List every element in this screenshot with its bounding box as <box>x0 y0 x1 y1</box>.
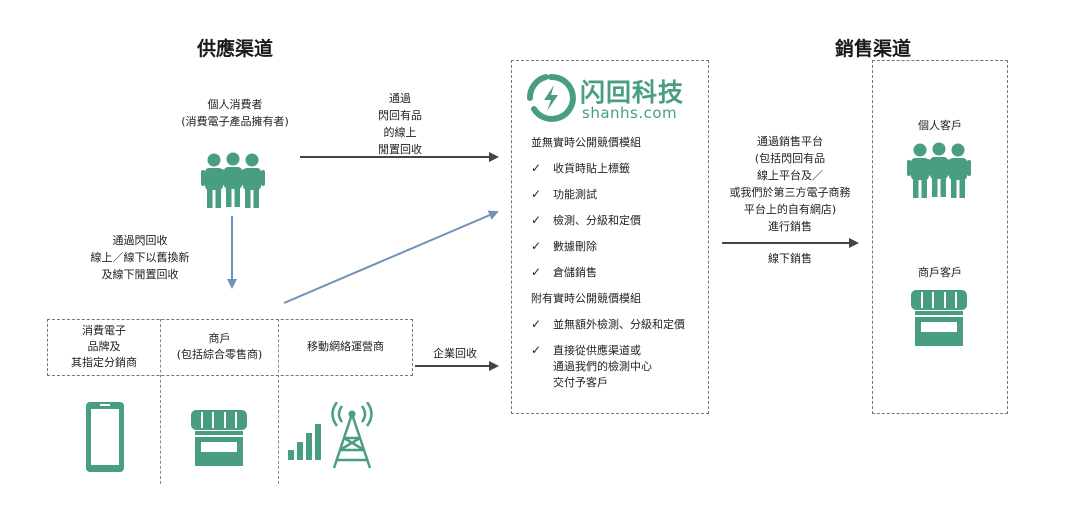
supplier-label-line: 品牌及 <box>87 340 121 353</box>
supplier-merchants-label: 商戶 (包括綜合零售商) <box>162 331 277 363</box>
check-icon: ✓ <box>531 343 542 357</box>
group1-title: 並無實時公開競價模組 <box>531 136 641 149</box>
arrow-label-line: 閒置回收 <box>378 143 422 156</box>
arrow-label-line: 線上／線下以舊換新 <box>90 251 190 264</box>
store-icon <box>191 410 247 466</box>
list-item: ✓ 並無額外檢測、分級和定價 <box>531 317 706 333</box>
arrow-label-offline-sales: 線下銷售 <box>768 252 812 265</box>
list-item-label: 收貨時貼上標籤 <box>553 162 630 175</box>
supplier-label-line: (包括綜合零售商) <box>176 348 263 361</box>
supplier-divider <box>160 319 161 484</box>
arrow-label-line: 線上平台及／ <box>757 169 823 182</box>
arrow-label-line: 及線下閒置回收 <box>101 268 179 281</box>
supplier-carriers-label: 移動網絡運營商 <box>307 340 384 353</box>
check-icon: ✓ <box>531 187 542 201</box>
arrow-label-line: 通過閃回收 <box>112 234 168 247</box>
arrow-label-line: 或我們於第三方電子商務 <box>729 186 851 199</box>
supplier-label-line: 消費電子 <box>82 324 126 337</box>
arrow-label-line: 平台上的自有網店) <box>743 203 837 216</box>
supplier-divider <box>278 319 279 484</box>
list-item-label: 倉儲銷售 <box>553 266 597 279</box>
list-item: ✓ 數據刪除 <box>531 239 706 255</box>
list-item: ✓ 檢測、分級和定價 <box>531 213 706 229</box>
group2-title: 附有實時公開競價模組 <box>531 292 641 305</box>
check-icon: ✓ <box>531 161 542 175</box>
list-item: ✓ 直接從供應渠道或 通過我們的檢測中心 交付予客戶 <box>531 343 706 391</box>
list-item-label: 並無額外檢測、分級和定價 <box>553 318 685 331</box>
list-item: ✓ 收貨時貼上標籤 <box>531 161 706 177</box>
list-item-label: 功能測試 <box>553 188 597 201</box>
brand-name-en: shanhs.com <box>582 104 678 122</box>
phone-icon <box>86 402 124 472</box>
arrow-label-line: (包括閃回有品 <box>754 152 826 165</box>
individual-customer-label: 個人客戶 <box>918 119 962 132</box>
individual-consumer-subtitle: (消費電子產品擁有者) <box>181 115 289 128</box>
arrow-label-sales-platform: 通過銷售平台 (包括閃回有品 線上平台及／ 或我們於第三方電子商務 平台上的自有… <box>715 133 865 235</box>
check-icon: ✓ <box>531 265 542 279</box>
arrow-label-trade-in: 通過閃回收 線上／線下以舊換新 及線下閒置回收 <box>55 232 225 283</box>
list-item: ✓ 倉儲銷售 <box>531 265 706 281</box>
platform-process-list: 並無實時公開競價模組 ✓ 收貨時貼上標籤 ✓ 功能測試 ✓ 檢測、分級和定價 ✓ 數據刪… <box>531 135 706 391</box>
platform-box <box>511 60 709 414</box>
arrow-label-line: 進行銷售 <box>768 220 812 233</box>
check-icon: ✓ <box>531 239 542 253</box>
list-item: ✓ 功能測試 <box>531 187 706 203</box>
supplier-label-line: 商戶 <box>208 332 231 345</box>
list-item-label: 檢測、分級和定價 <box>553 214 641 227</box>
list-item-label: 數據刪除 <box>553 240 597 253</box>
arrow-label-line: 通過 <box>389 92 411 105</box>
supplier-brands-label: 消費電子 品牌及 其指定分銷商 <box>50 323 158 371</box>
arrow-label-enterprise: 企業回收 <box>433 347 477 360</box>
arrow-label-online-recycling: 通過 閃回有品 的線上 閒置回收 <box>345 90 455 158</box>
check-icon: ✓ <box>531 317 542 331</box>
arrow-label-line: 通過銷售平台 <box>757 135 823 148</box>
logo-icon <box>527 73 576 122</box>
supplier-label-line: 其指定分銷商 <box>71 356 137 369</box>
merchant-customer-label: 商戶客戶 <box>918 266 962 279</box>
sales-channel-header: 銷售渠道 <box>835 38 912 60</box>
supply-channel-header: 供應渠道 <box>197 38 274 60</box>
individual-consumer-title: 個人消費者 <box>207 98 263 111</box>
people-icon <box>201 152 265 208</box>
brand-name-cn: 闪回科技 <box>580 78 685 107</box>
signal-tower-icon <box>288 402 373 469</box>
individual-consumer-label: 個人消費者 (消費電子產品擁有者) <box>160 96 310 130</box>
arrow-suppliers-to-platform <box>283 210 499 304</box>
check-icon: ✓ <box>531 213 542 227</box>
list-item-label: 直接從供應渠道或 通過我們的檢測中心 交付予客戶 <box>553 344 652 389</box>
store-icon <box>911 290 967 346</box>
arrow-label-line: 閃回有品 <box>378 109 422 122</box>
suppliers-box <box>47 319 413 376</box>
customers-box <box>872 60 1008 414</box>
arrow-label-line: 的線上 <box>383 126 417 139</box>
